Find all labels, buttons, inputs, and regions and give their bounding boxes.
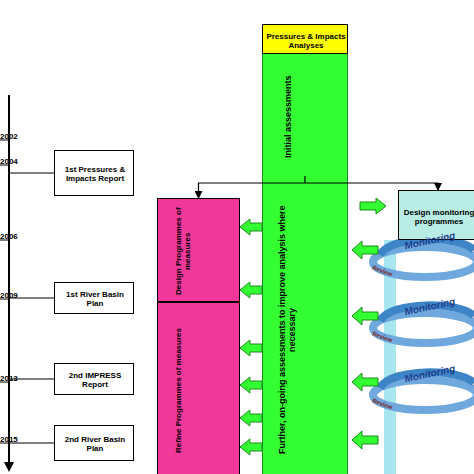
- branch-stem: [304, 176, 305, 183]
- monitoring-spirals: [373, 239, 474, 410]
- feedback-arrow: [352, 241, 378, 259]
- block-arrow: [240, 439, 262, 455]
- vertical-text: Initial assessments: [283, 57, 329, 177]
- box-text: 2nd River Basin Plan: [57, 431, 133, 457]
- measures-box: Design Programmes of measures: [157, 198, 240, 302]
- feedback-arrow: [352, 431, 378, 449]
- block-arrow: [240, 340, 262, 356]
- timeline-axis: [8, 95, 10, 466]
- box-text: Design monitoring programmes: [401, 199, 474, 235]
- vertical-text: Design Programmes of measures: [174, 203, 224, 299]
- year-label: 2006: [0, 232, 18, 241]
- box-text: 1st River Basin Plan: [57, 286, 133, 312]
- vertical-text: Refine Programmes of measures: [174, 313, 224, 468]
- block-arrow: [240, 219, 262, 235]
- assessment-column: Initial assessmentsFurther, on-going ass…: [262, 34, 348, 474]
- year-label: 2002: [0, 132, 18, 141]
- report-box: 1st Pressures & Impacts Report: [54, 150, 134, 196]
- timeline-arrowhead: [4, 462, 14, 472]
- feedback-arrow: [352, 307, 378, 325]
- year-label: 2004: [0, 157, 18, 166]
- year-label: 2009: [0, 291, 18, 300]
- plan-box: 2nd River Basin Plan: [54, 425, 134, 461]
- timeline-leader: [9, 173, 54, 174]
- block-arrow: [240, 377, 262, 393]
- box-text: Pressures & Impacts Analyses: [265, 29, 347, 53]
- year-label: 2015: [0, 435, 18, 444]
- box-text: 2nd IMPRESS Report: [57, 367, 133, 393]
- block-arrow: [240, 410, 262, 426]
- branch-connector: [305, 183, 438, 190]
- plan-box: 1st River Basin Plan: [54, 282, 134, 314]
- feedback-arrow: [352, 373, 378, 391]
- measures-box: Refine Programmes of measures: [157, 302, 240, 474]
- report-box: 2nd IMPRESS Report: [54, 363, 134, 395]
- vertical-text: Further, on-going assessments to improve…: [277, 195, 335, 465]
- block-arrow: [360, 198, 386, 214]
- analysis-header: Pressures & Impacts Analyses: [262, 24, 348, 54]
- box-text: 1st Pressures & Impacts Report: [57, 155, 133, 193]
- branch-connector: [199, 183, 306, 198]
- year-label: 2013: [0, 374, 18, 383]
- block-arrow: [240, 282, 262, 298]
